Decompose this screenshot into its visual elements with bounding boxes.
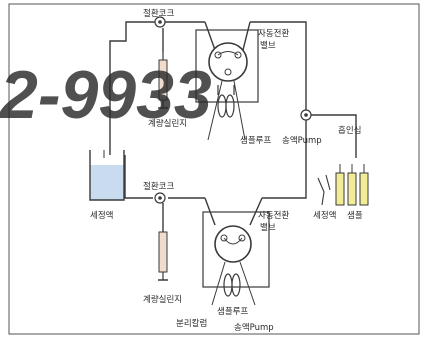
label-pump-top: 송액Pump — [282, 135, 322, 146]
metering-syringe-top-icon — [158, 52, 168, 109]
label-wash-liquid-right: 세정액 — [313, 210, 336, 221]
auto-switch-valve-bottom-icon — [202, 211, 270, 288]
label-separation-column: 분리칼럼 — [176, 319, 207, 329]
label-wash-liquid-left: 세정액 — [90, 210, 113, 221]
label-metering-syringe-bottom: 계량실린지 — [143, 294, 182, 305]
label-sample: 샘플 — [347, 211, 363, 221]
sample-loop-top-icon — [217, 85, 235, 118]
label-metering-syringe-top: 계량실린지 — [148, 118, 187, 129]
metering-syringe-bottom-icon — [158, 231, 168, 281]
auto-switch-valve-top-icon — [195, 29, 259, 103]
sample-vials-icon — [335, 164, 369, 206]
label-sample-loop-top: 샘플루프 — [240, 136, 271, 146]
label-auto-valve-top-2: 밸브 — [260, 40, 276, 51]
label-switch-cock-top: 절환코크 — [143, 8, 174, 19]
label-pump-bottom: 송액Pump — [234, 322, 274, 333]
label-suction-core: 흡인심 — [338, 125, 361, 136]
label-switch-cock-bottom: 절환코크 — [143, 181, 174, 192]
label-auto-valve-bottom-2: 밸브 — [260, 222, 276, 233]
watermark: 2-9933 — [0, 57, 212, 133]
label-sample-loop-bottom: 샘플루프 — [217, 307, 248, 317]
label-auto-valve-bottom-1: 자동전환 — [258, 210, 289, 221]
sample-loop-bottom-icon — [223, 273, 241, 297]
wash-liquid-bottle-icon — [89, 150, 125, 201]
wash-liquid-vial-icon — [317, 174, 331, 206]
label-auto-valve-top-1: 자동전환 — [258, 28, 289, 39]
tubing-lines — [109, 21, 357, 232]
